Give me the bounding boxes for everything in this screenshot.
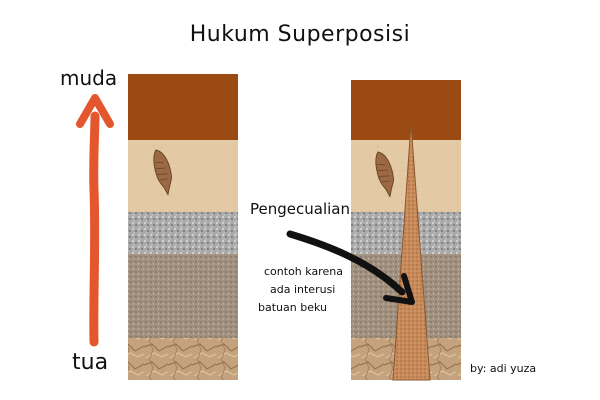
author-credit: by: adi yuza <box>470 362 537 375</box>
layer-granite <box>128 212 238 254</box>
layer-gravel <box>128 254 238 338</box>
igneous-intrusion <box>392 123 431 381</box>
age-arrow-icon <box>76 94 114 347</box>
layer-top-brown <box>128 74 238 140</box>
label-old: tua <box>72 350 109 375</box>
label-young: muda <box>60 66 118 90</box>
note-line-1: contoh karena <box>264 265 343 278</box>
note-line-3: batuan beku <box>258 301 327 314</box>
page-title: Hukum Superposisi <box>189 22 411 47</box>
pointer-arrow-icon <box>286 230 415 305</box>
layer-crumpled-paper <box>128 338 238 380</box>
exception-label: Pengecualian <box>250 200 350 218</box>
left-rock-column <box>128 74 238 380</box>
layer-top-brown <box>351 80 461 140</box>
note-line-2: ada interusi <box>270 283 336 296</box>
right-rock-column <box>351 80 461 381</box>
layer-fossil-sandstone <box>128 140 238 212</box>
